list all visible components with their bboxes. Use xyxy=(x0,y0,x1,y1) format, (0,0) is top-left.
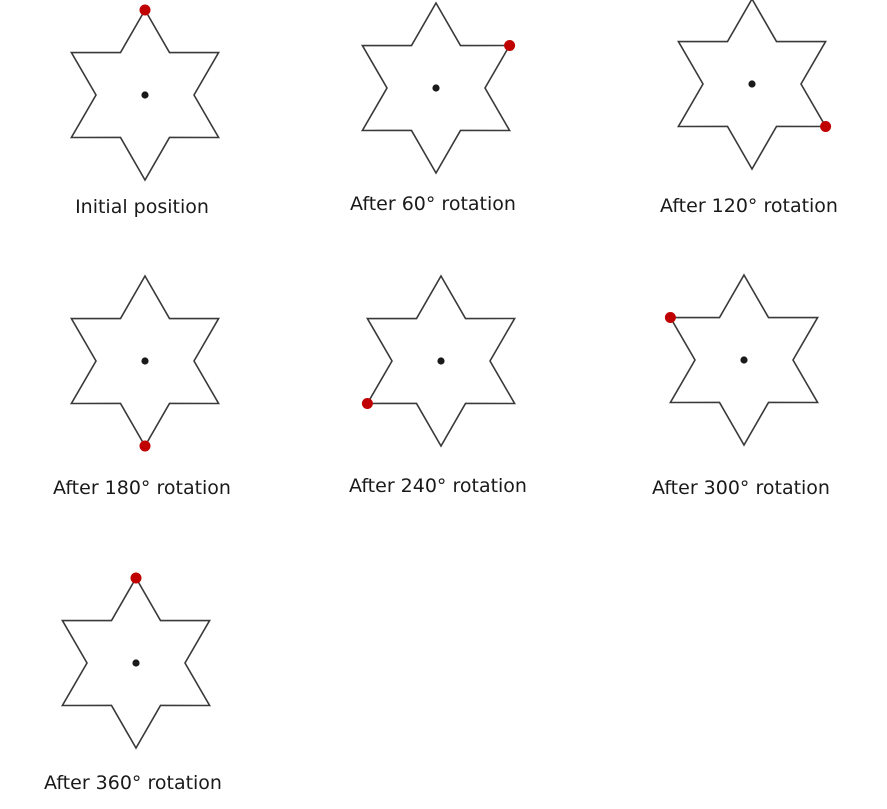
tracked-vertex-marker xyxy=(361,398,373,409)
panel-caption: After 240° rotation xyxy=(349,475,527,497)
rotation-panel: After 60° rotation xyxy=(350,1,516,215)
rotation-panel: After 360° rotation xyxy=(44,572,222,794)
panel-caption: After 120° rotation xyxy=(660,195,838,217)
rotation-center-dot xyxy=(740,356,748,364)
panel-caption: After 180° rotation xyxy=(53,477,231,499)
tracked-vertex-marker xyxy=(820,121,832,132)
tracked-vertex-marker xyxy=(504,40,516,51)
rotation-panel: After 180° rotation xyxy=(53,274,231,499)
rotation-panel: Initial position xyxy=(70,4,220,218)
rotation-center-dot xyxy=(437,357,445,365)
rotation-panel: After 120° rotation xyxy=(660,0,838,217)
rotation-center-dot xyxy=(141,91,149,99)
tracked-vertex-marker xyxy=(664,312,676,323)
rotation-panel: After 240° rotation xyxy=(349,274,527,497)
panel-caption: After 60° rotation xyxy=(350,193,516,215)
rotation-center-dot xyxy=(432,84,440,92)
tracked-vertex-marker xyxy=(139,440,151,452)
panel-caption: Initial position xyxy=(75,196,209,218)
rotation-center-dot xyxy=(141,357,149,365)
tracked-vertex-marker xyxy=(130,572,142,584)
rotation-center-dot xyxy=(748,80,756,88)
rotation-panel: After 300° rotation xyxy=(652,273,830,499)
tracked-vertex-marker xyxy=(139,4,151,16)
panel-caption: After 300° rotation xyxy=(652,477,830,499)
rotation-center-dot xyxy=(132,659,140,667)
panel-caption: After 360° rotation xyxy=(44,772,222,794)
